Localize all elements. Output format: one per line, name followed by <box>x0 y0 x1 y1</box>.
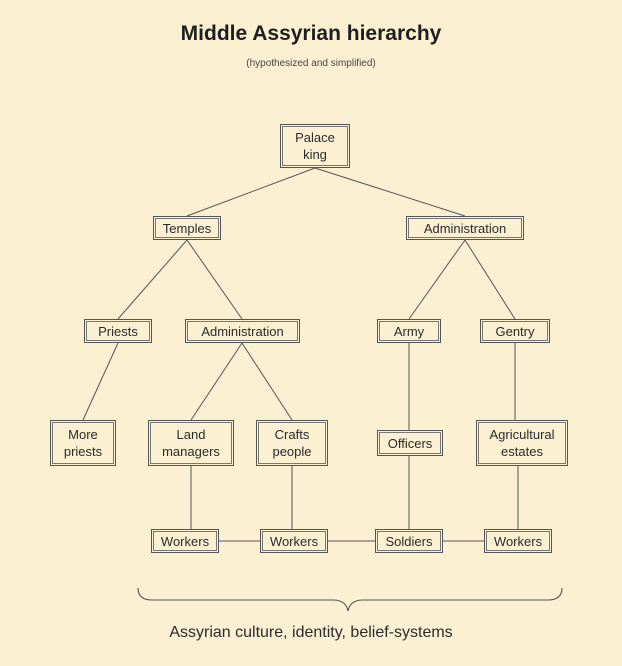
edge-temples-priests <box>117 239 188 320</box>
node-temples: Temples <box>153 216 221 240</box>
node-officers: Officers <box>377 430 443 456</box>
node-more-priests: More priests <box>50 420 116 466</box>
node-crafts-people: Crafts people <box>256 420 328 466</box>
edge-tadmin-landmanagers <box>190 342 243 421</box>
node-state-administration: Administration <box>406 216 524 240</box>
node-workers-2: Workers <box>260 529 328 553</box>
node-palace-king: Palace king <box>280 124 350 168</box>
node-workers-1: Workers <box>151 529 219 553</box>
node-agricultural-estates: Agricultural estates <box>476 420 568 466</box>
node-gentry: Gentry <box>480 319 550 343</box>
node-soldiers: Soldiers <box>375 529 443 553</box>
diagram-caption: Assyrian culture, identity, belief-syste… <box>169 624 453 641</box>
edge-administration-gentry <box>464 239 516 320</box>
edge-administration-army <box>408 239 466 320</box>
node-land-managers: Land managers <box>148 420 234 466</box>
edge-tadmin-craftspeople <box>241 342 293 421</box>
node-priests: Priests <box>84 319 152 343</box>
diagram-title: Middle Assyrian hierarchy <box>180 22 442 45</box>
diagram-subtitle: (hypothesized and simplified) <box>246 58 376 69</box>
node-workers-3: Workers <box>484 529 552 553</box>
node-temple-administration: Administration <box>185 319 300 343</box>
edge-temples-administration <box>186 239 243 320</box>
node-army: Army <box>377 319 441 343</box>
edge-palace-administration <box>314 167 466 217</box>
edge-palace-temples <box>186 167 316 217</box>
culture-brace <box>137 587 563 612</box>
edge-priests-morepriests <box>82 342 119 421</box>
